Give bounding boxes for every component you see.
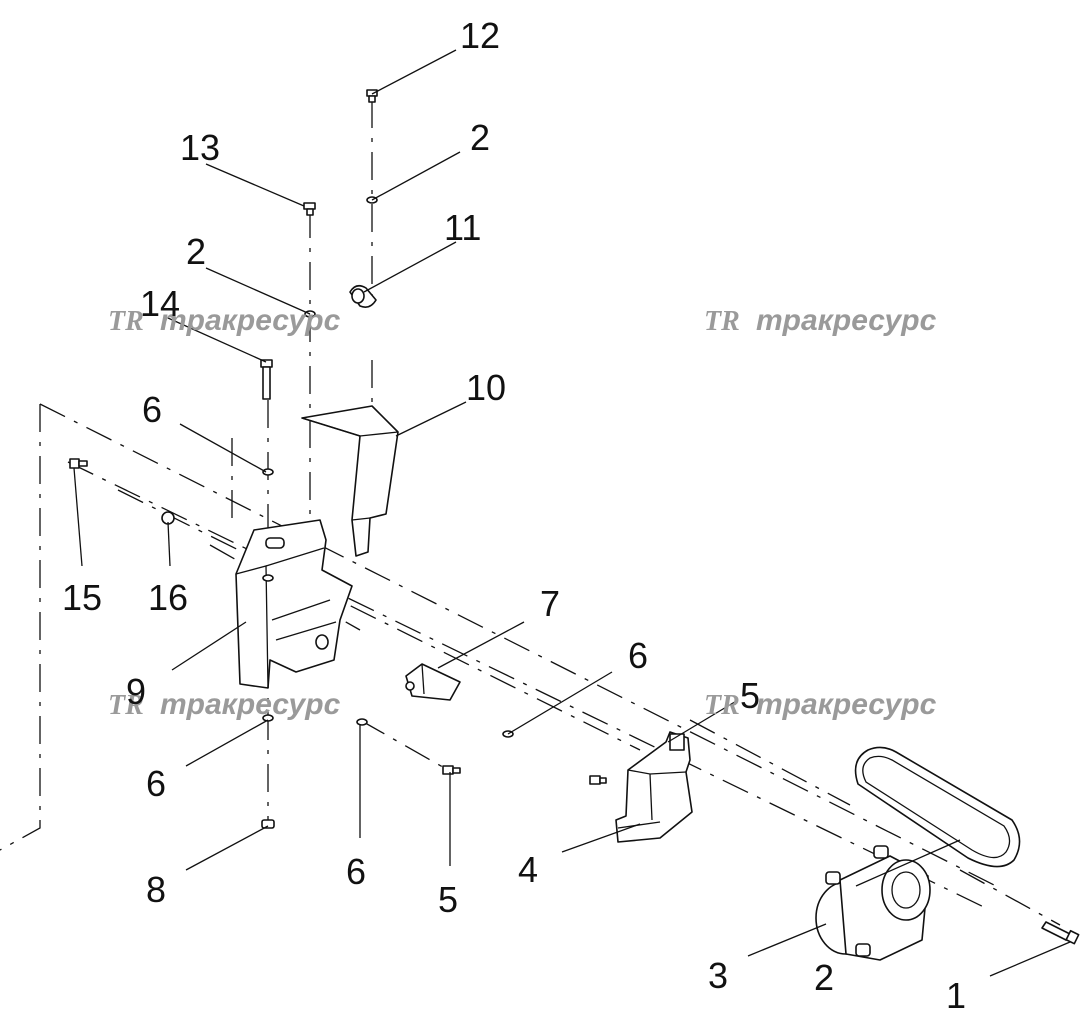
callout-label: 6 xyxy=(142,389,162,430)
callout-labels: 12 13 2 11 2 14 10 6 15 16 9 7 6 5 6 6 5… xyxy=(62,15,966,1016)
callout-label: 5 xyxy=(438,879,458,920)
callout-label: 6 xyxy=(628,635,648,676)
callout-label: 6 xyxy=(146,763,166,804)
watermark-logo: TR xyxy=(108,690,144,721)
callout-label: 9 xyxy=(126,671,146,712)
callout-label: 2 xyxy=(470,117,490,158)
watermark-logo: TR xyxy=(704,306,740,337)
callout-label: 11 xyxy=(444,207,481,248)
watermark-bottom-right: TR тракресурс xyxy=(704,688,937,721)
callout-label: 3 xyxy=(708,955,728,996)
bolt-part-15 xyxy=(69,458,88,469)
callout-label: 16 xyxy=(148,577,188,618)
watermark-text: тракресурс xyxy=(160,304,341,337)
callout-label: 2 xyxy=(186,231,206,272)
watermark-text: тракресурс xyxy=(160,688,341,721)
watermark-logo: TR xyxy=(108,306,144,337)
grommet-part-11 xyxy=(349,284,377,308)
nut-part-8 xyxy=(261,819,275,829)
callout-label: 12 xyxy=(460,15,500,56)
callout-label: 2 xyxy=(814,957,834,998)
callout-label: 6 xyxy=(346,851,366,892)
bracket-part-4 xyxy=(615,731,693,843)
washer-part-6-lower-left xyxy=(262,714,274,722)
watermark-text: тракресурс xyxy=(756,688,937,721)
watermark-text: тракресурс xyxy=(756,304,937,337)
callout-label: 5 xyxy=(740,675,760,716)
callout-label: 8 xyxy=(146,869,166,910)
callout-label: 4 xyxy=(518,849,538,890)
washer-part-6-upper xyxy=(262,468,274,476)
bolt-part-5-upper xyxy=(589,775,607,785)
callout-label: 7 xyxy=(540,583,560,624)
bolt-part-12 xyxy=(366,89,378,103)
bracket-part-9 xyxy=(235,519,353,689)
plate-part-7 xyxy=(405,663,461,701)
bracket-part-10 xyxy=(301,405,399,557)
bolt-part-13 xyxy=(303,202,316,216)
callout-label: 1 xyxy=(946,975,966,1016)
watermark-bottom-left: TR тракресурс xyxy=(108,688,341,721)
leader-lines xyxy=(73,49,1071,977)
callout-label: 15 xyxy=(62,577,102,618)
drive-belt xyxy=(854,746,1021,868)
callout-label: 14 xyxy=(140,283,180,324)
bolt-part-1 xyxy=(1041,921,1080,945)
callout-label: 13 xyxy=(180,127,220,168)
washer-part-6-lower-mid xyxy=(356,718,368,726)
compressor-part-3 xyxy=(815,845,931,961)
bolt-part-5-lower xyxy=(442,765,461,775)
callout-label: 10 xyxy=(466,367,506,408)
watermark-top-right: TR тракресурс xyxy=(704,304,937,337)
watermark-top-left: TR тракресурс xyxy=(108,304,341,337)
watermark-logo: TR xyxy=(704,690,740,721)
bolt-part-14 xyxy=(260,359,273,400)
